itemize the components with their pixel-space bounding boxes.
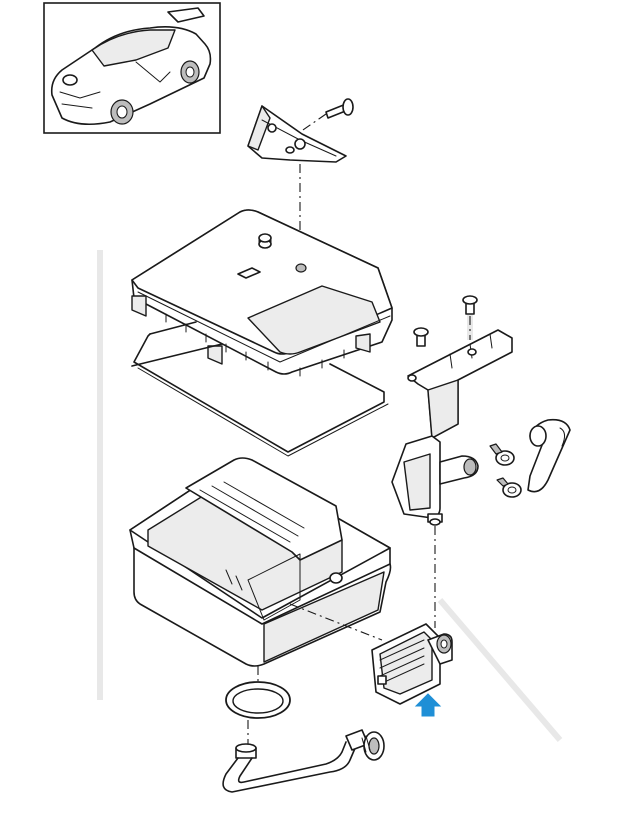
filler-connector <box>371 623 453 705</box>
bolt-guide-line <box>299 113 327 133</box>
rear-spoiler-icon <box>167 7 205 23</box>
lid-gasket <box>131 321 389 457</box>
lid-clip-front <box>207 345 223 365</box>
side-bracket <box>407 329 513 439</box>
lid-clip-right <box>355 333 371 353</box>
reservoir-tank <box>129 457 392 667</box>
tank-lid <box>131 209 393 377</box>
supply-line <box>222 729 385 793</box>
o-ring-icon <box>225 681 291 719</box>
blue-up-arrow-icon <box>414 693 442 717</box>
side-bolts-icon <box>413 295 478 347</box>
tank-guide-line <box>289 603 383 641</box>
outlet-hose <box>527 418 571 493</box>
pump-assembly <box>391 435 479 526</box>
car-thumbnail-icon <box>50 7 212 126</box>
upper-bracket <box>247 105 347 163</box>
car-inset <box>43 2 221 134</box>
upper-bolt-icon <box>325 98 354 119</box>
lid-clip-left <box>131 295 147 317</box>
hose-clamps-icon <box>489 443 522 498</box>
